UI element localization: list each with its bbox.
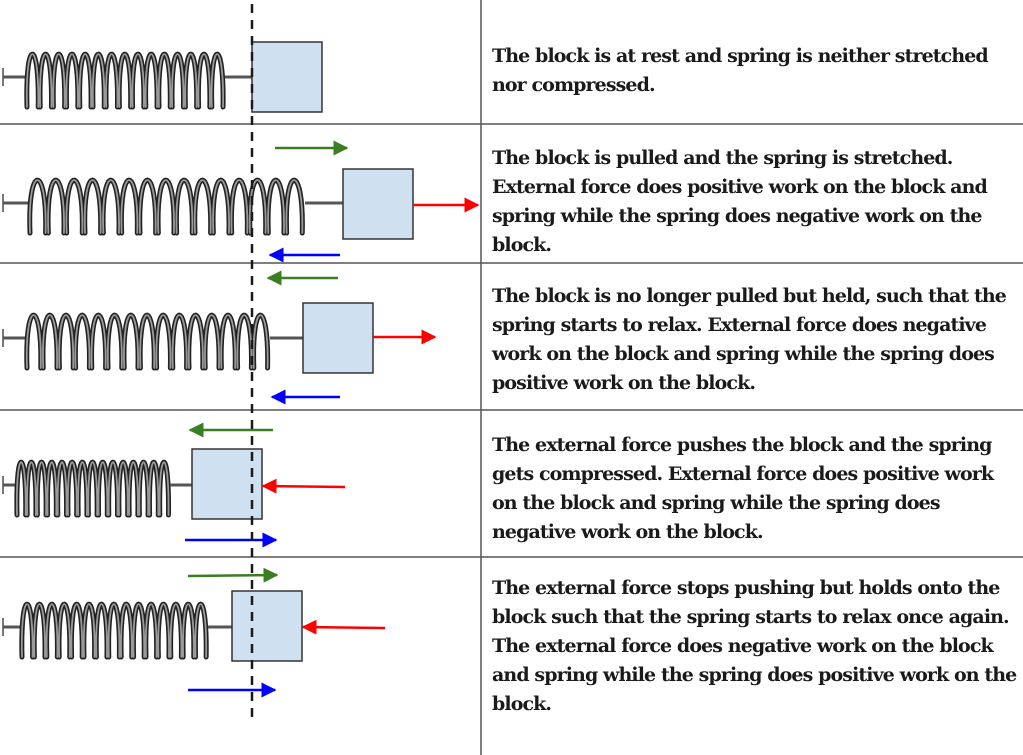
spring-coil-highlight: [15, 461, 170, 516]
block: [231, 590, 303, 662]
spring-coil: [14, 459, 171, 518]
block: [342, 168, 414, 240]
block: [191, 448, 263, 520]
spring-coil-highlight: [28, 179, 304, 234]
description-stretching: The block is pulled and the spring is st…: [492, 147, 988, 256]
description-relaxing-from-stretch: The block is no longer pulled but held, …: [492, 285, 1007, 394]
spring-coil: [24, 312, 271, 371]
external-force-arrow: [301, 619, 386, 635]
row-relaxing-from-stretch: [2, 270, 437, 405]
spring-coil-highlight: [25, 314, 269, 369]
row-compressing: [2, 422, 346, 548]
block: [251, 41, 323, 113]
spring-coil-highlight: [25, 53, 224, 108]
spring-coil-outline: [27, 177, 305, 236]
description-relaxing-from-compression: The external force stops pushing but hol…: [492, 577, 1017, 715]
row-relaxing-from-compression: [2, 567, 386, 698]
spring-coil: [27, 177, 305, 236]
external-force-arrow: [261, 478, 346, 494]
block: [302, 302, 374, 374]
spring-coil: [24, 51, 226, 110]
row-stretching: [2, 140, 480, 263]
spring-coil-highlight: [20, 603, 208, 658]
description-rest: The block is at rest and spring is neith…: [492, 45, 989, 96]
motion-arrow: [187, 567, 279, 583]
row-rest: [2, 41, 323, 113]
spring-coil: [19, 601, 209, 660]
description-compressing: The external force pushes the block and …: [492, 434, 994, 543]
